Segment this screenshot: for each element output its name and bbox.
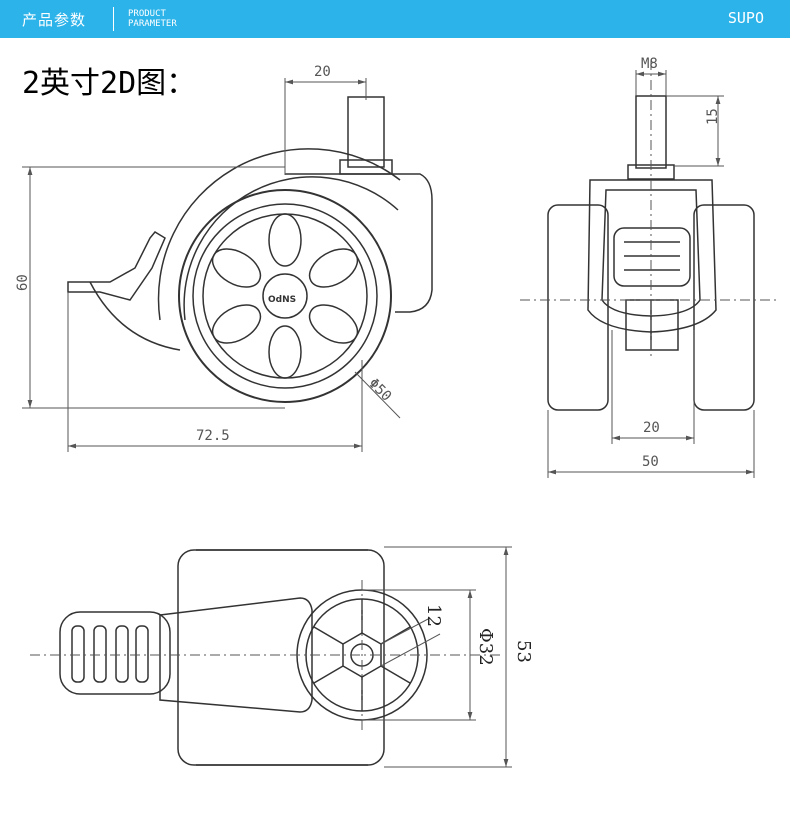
dim-total-width: 50 [642,454,659,470]
side-view [67,96,433,403]
dim-hub-size: 12 [423,604,444,627]
top-wheel-body [177,549,385,766]
side-brake-lever [67,231,166,301]
front-wheel-right [693,204,755,411]
dim-top-width: 53 [513,640,534,663]
side-dimensions [22,78,401,452]
side-housing [285,173,433,313]
header-title-en: PRODUCT PARAMETER [128,9,177,29]
header-divider [113,7,114,31]
header-bar: 产品参数 PRODUCT PARAMETER SUPO [0,0,790,38]
side-wheel-spokes [211,213,359,379]
dim-inner-width: 20 [643,420,660,436]
front-wheel-left [547,204,609,411]
side-stem [347,96,385,168]
top-view [59,549,428,766]
dim-stem-length: 15 [705,108,721,125]
top-housing [159,597,313,713]
dim-wheel-diameter: Φ50 [365,376,394,405]
dim-side-length: 72.5 [196,428,230,444]
top-dimensions [30,546,512,768]
side-brake-link [89,281,181,351]
front-brake-stem [625,299,679,351]
header-title-cn: 产品参数 [22,11,87,29]
side-hood-outer [157,148,401,321]
brand-name: SUPO [727,9,764,27]
header-title-en-line1: PRODUCT [128,9,166,19]
page-heading: 2英寸2D图： [22,66,197,101]
top-brake-pedal [59,611,171,695]
side-hood-inner [183,176,399,321]
header-title-en-line2: PARAMETER [128,19,177,29]
front-dimensions [520,60,780,478]
hub-logo: OdNS [268,295,296,305]
dim-thread: M8 [641,56,658,72]
dim-hub-diameter: Φ32 [475,628,496,666]
side-wheel-tire [178,189,392,403]
front-brake-pedal [613,227,691,287]
side-wheel-rim [192,203,378,389]
dim-side-stem-width: 20 [314,64,331,80]
dim-side-height: 60 [15,274,31,291]
side-wheel-axle-cap [262,273,308,319]
